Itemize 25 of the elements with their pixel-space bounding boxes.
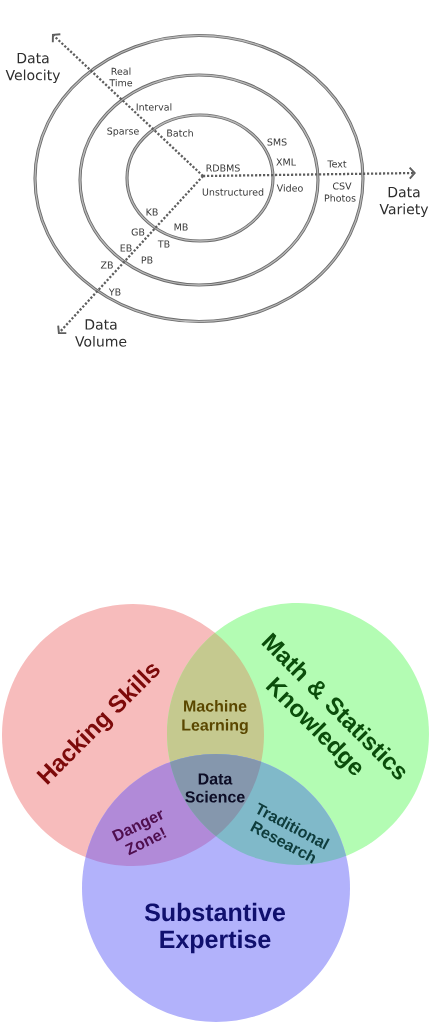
axis-label: Data Velocity bbox=[5, 52, 61, 84]
ring-label: Unstructured bbox=[202, 188, 264, 196]
ring-label: Real Time bbox=[109, 67, 133, 87]
ring-label: ZB bbox=[100, 261, 113, 269]
region-label: Machine Learning bbox=[182, 700, 248, 734]
ring-label: SMS bbox=[267, 138, 287, 146]
ring-label: PB bbox=[141, 256, 153, 264]
axis-label: Data Volume bbox=[75, 319, 127, 347]
ring-label: Text bbox=[327, 160, 347, 168]
region-label: Data Science bbox=[185, 773, 245, 803]
ring-label: EB bbox=[120, 244, 132, 252]
ring-label: XML bbox=[276, 158, 296, 166]
axis-label: Data Variety bbox=[379, 186, 429, 218]
ring-label: Interval bbox=[136, 103, 172, 111]
ring-label: RDBMS bbox=[206, 164, 240, 172]
ring-label: Sparse bbox=[107, 127, 139, 137]
ring-label: YB bbox=[108, 288, 121, 296]
ring-label: CSV bbox=[332, 182, 352, 190]
ring-label: Photos bbox=[324, 194, 356, 202]
ring-label: Batch bbox=[167, 129, 193, 137]
ring-label: KB bbox=[146, 208, 158, 216]
ring-label: GB bbox=[131, 228, 145, 236]
ring-label: MB bbox=[174, 223, 188, 231]
ring-label: TB bbox=[157, 240, 170, 248]
ring-label: Video bbox=[276, 184, 303, 192]
